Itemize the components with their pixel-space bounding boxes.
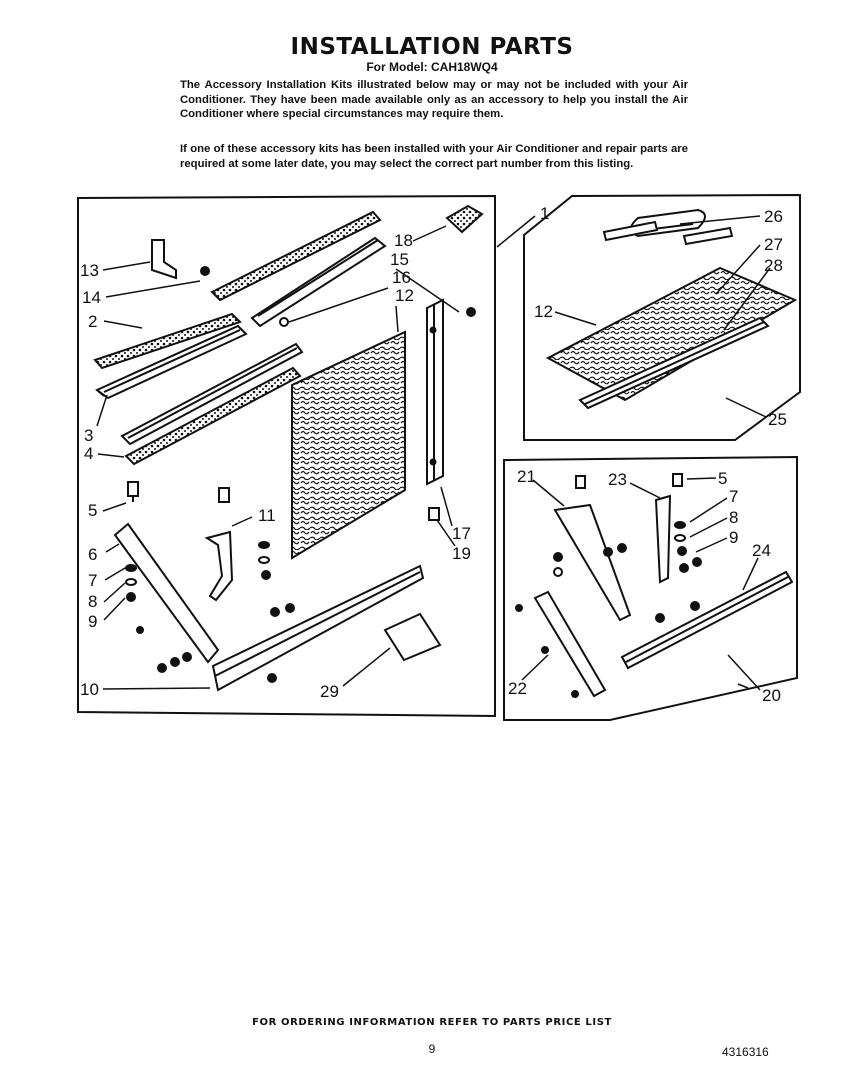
callout-11: 11 [258, 506, 276, 525]
callout-4: 4 [84, 444, 93, 463]
callout-22: 22 [508, 679, 527, 698]
washer-stack-left [125, 564, 144, 634]
callout-8-right: 8 [729, 508, 738, 527]
support-arm-22 [533, 590, 607, 698]
callout-18: 18 [394, 231, 413, 250]
callout-16: 16 [392, 268, 411, 287]
callout-labels: 1 2 3 4 5 6 7 8 9 10 11 12 13 14 15 16 1… [80, 204, 787, 705]
mounting-bracket [151, 239, 210, 280]
leader-lines [96, 215, 771, 691]
callout-24: 24 [752, 541, 771, 560]
side-channel [426, 298, 444, 486]
callout-12-right: 12 [534, 302, 553, 321]
model-subtitle: For Model: CAH18WQ4 [366, 60, 498, 74]
foam-block [445, 204, 484, 234]
callout-10: 10 [80, 680, 99, 699]
screw-15 [466, 307, 476, 317]
rail-25 [578, 316, 770, 410]
foam-panel-right [545, 266, 798, 402]
screw-5 [127, 481, 139, 502]
callout-7-right: 7 [729, 487, 738, 506]
callout-3: 3 [84, 426, 93, 445]
screw-19 [428, 507, 440, 521]
rail-24 [620, 570, 794, 670]
callout-1: 1 [540, 204, 549, 223]
hardware-11 [258, 541, 295, 617]
callout-2: 2 [88, 312, 97, 331]
callout-15: 15 [390, 250, 409, 269]
support-arm-11 [204, 530, 234, 602]
angle-rail-2 [93, 312, 242, 370]
kit-frame-top-right [523, 193, 801, 441]
screw-11 [218, 487, 230, 503]
callout-9-left: 9 [88, 612, 97, 631]
hardware-right [515, 473, 702, 698]
intro-paragraph-2: If one of these accessory kits has been … [180, 143, 688, 170]
page-title: INSTALLATION PARTS [290, 34, 574, 60]
callout-7-left: 7 [88, 571, 97, 590]
angle-rail-top [210, 210, 387, 328]
callout-20: 20 [762, 686, 781, 705]
angle-rail-4 [124, 366, 302, 466]
callout-29: 29 [320, 682, 339, 701]
hardware-10 [157, 652, 277, 683]
callout-27: 27 [764, 235, 783, 254]
callout-8-left: 8 [88, 592, 97, 611]
clip-29 [383, 612, 442, 662]
callout-25: 25 [768, 410, 787, 429]
foam-panel [291, 330, 406, 560]
kit-frame-left [77, 194, 496, 718]
callout-28: 28 [764, 256, 783, 275]
callout-23: 23 [608, 470, 627, 489]
angle-rail-16 [120, 342, 304, 446]
kit-frame-bottom-right [503, 455, 798, 721]
callout-5-right: 5 [718, 469, 727, 488]
support-arm-left [113, 522, 220, 664]
support-arm-23 [654, 494, 672, 584]
callout-26: 26 [764, 207, 783, 226]
callout-13: 13 [80, 261, 99, 280]
ordering-note: FOR ORDERING INFORMATION REFER TO PARTS … [252, 1017, 612, 1028]
callout-14: 14 [82, 288, 101, 307]
callout-9-right: 9 [729, 528, 738, 547]
support-arm-21 [553, 503, 632, 622]
callout-5-left: 5 [88, 501, 97, 520]
document-part-number: 4316316 [722, 1045, 769, 1059]
gasket-26 [602, 208, 734, 246]
screw-16 [279, 317, 289, 327]
callout-21: 21 [517, 467, 536, 486]
callout-17: 17 [452, 524, 471, 543]
page-number: 9 [428, 1042, 436, 1056]
callout-6: 6 [88, 545, 97, 564]
bottom-rail-10 [211, 564, 425, 692]
intro-paragraph-1: The Accessory Installation Kits illustra… [180, 79, 688, 120]
angle-rail-3 [95, 324, 248, 400]
callout-19: 19 [452, 544, 471, 563]
callout-12-left: 12 [395, 286, 414, 305]
